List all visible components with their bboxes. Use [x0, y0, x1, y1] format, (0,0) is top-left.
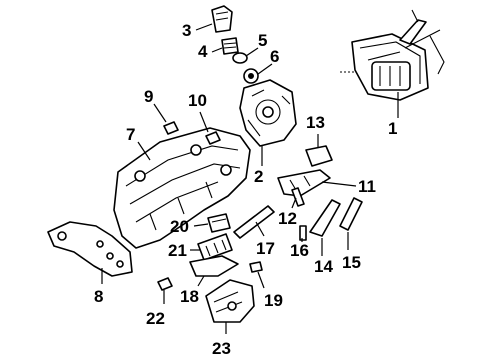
callout-8: 8 — [94, 287, 103, 306]
leader-6 — [257, 63, 273, 75]
part-16-pin — [299, 225, 307, 241]
leader-10 — [199, 111, 209, 133]
callout-16: 16 — [290, 241, 309, 260]
part-1-lock-actuator — [340, 9, 445, 101]
part-2-lock-housing — [239, 79, 297, 147]
leader-18 — [197, 275, 205, 287]
leader-7 — [137, 141, 151, 161]
part-4-spring — [221, 37, 239, 55]
part-8-bracket — [47, 221, 133, 277]
callout-18: 18 — [180, 287, 199, 306]
callout-1: 1 — [388, 119, 397, 138]
part-23-lower-housing — [205, 279, 255, 323]
callout-9: 9 — [144, 87, 153, 106]
callout-2: 2 — [254, 167, 263, 186]
callout-3: 3 — [182, 21, 191, 40]
part-9-clip — [163, 121, 179, 135]
callout-14: 14 — [314, 257, 333, 276]
callout-6: 6 — [270, 47, 279, 66]
leader-20 — [193, 223, 209, 227]
callout-15: 15 — [342, 253, 361, 272]
callout-4: 4 — [198, 42, 208, 61]
part-17-rod — [233, 205, 275, 239]
part-18-bracket — [189, 255, 239, 277]
leader-5 — [245, 47, 259, 57]
callout-11: 11 — [358, 177, 376, 196]
leader-3 — [195, 23, 213, 31]
part-3-lock-cylinder — [211, 5, 233, 33]
callout-10: 10 — [188, 91, 207, 110]
callout-19: 19 — [264, 291, 283, 310]
part-10-clip — [205, 131, 221, 145]
callout-12: 12 — [278, 209, 297, 228]
callout-13: 13 — [306, 113, 325, 132]
callout-23: 23 — [212, 339, 231, 358]
callout-17: 17 — [256, 239, 275, 258]
part-12-pin — [291, 187, 305, 207]
part-5-retainer — [232, 52, 248, 64]
callout-22: 22 — [146, 309, 165, 328]
part-21-rack — [197, 233, 233, 261]
callout-21: 21 — [168, 241, 187, 260]
leader-12 — [291, 197, 297, 209]
part-15-lever — [339, 197, 363, 231]
part-22-key — [157, 277, 173, 291]
part-20-bushing — [207, 213, 231, 233]
leader-19 — [257, 271, 265, 289]
leader-4 — [211, 47, 223, 53]
part-13-switch — [305, 145, 333, 167]
part-11-actuator-rack — [277, 169, 331, 197]
leader-17 — [255, 221, 265, 237]
part-6-washer — [243, 68, 259, 84]
callout-5: 5 — [258, 31, 267, 50]
part-14-lever — [309, 199, 341, 237]
callout-20: 20 — [170, 217, 189, 236]
leader-9 — [153, 103, 167, 123]
part-19-clip — [249, 261, 263, 273]
callout-7: 7 — [126, 125, 135, 144]
leader-11 — [321, 181, 357, 187]
